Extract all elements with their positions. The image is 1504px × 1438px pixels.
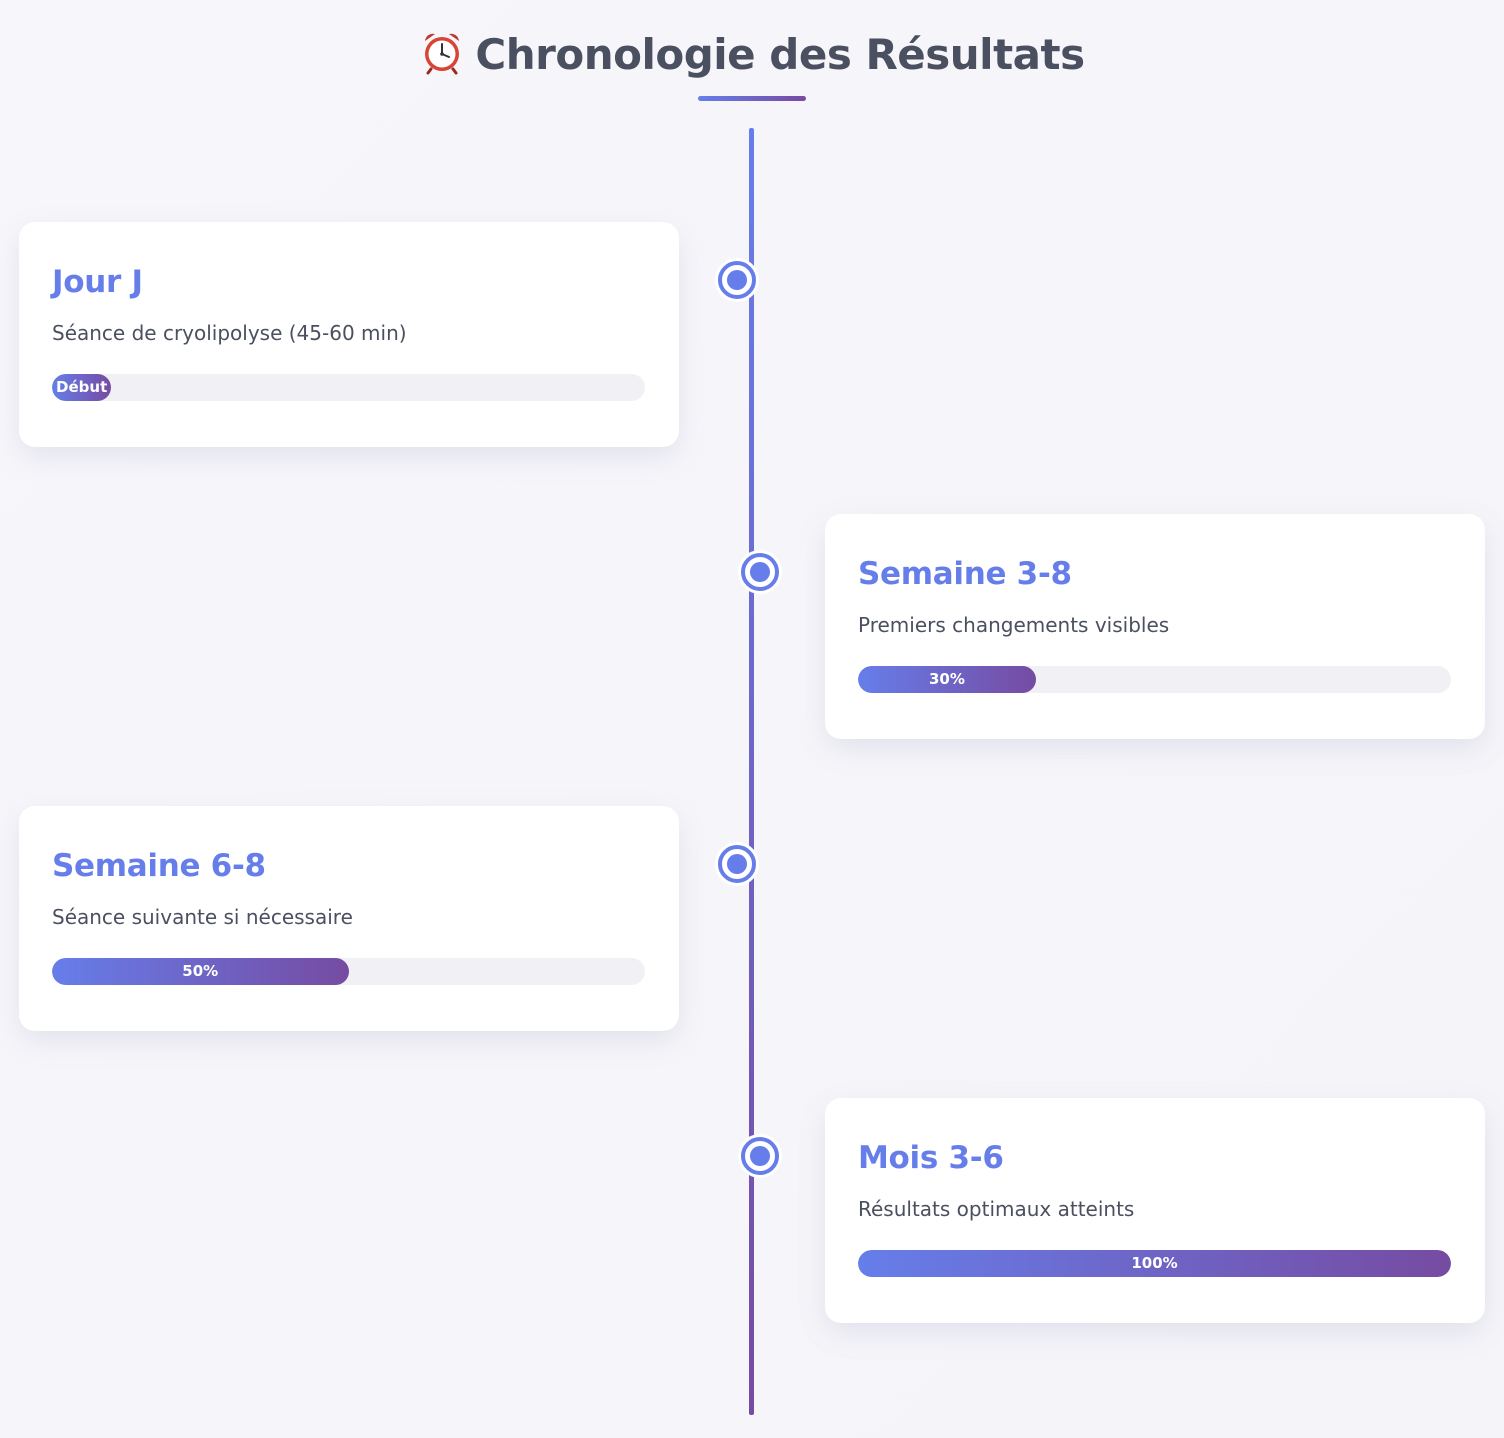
progress-fill: 30% — [858, 666, 1036, 693]
milestone-description: Séance de cryolipolyse (45-60 min) — [52, 321, 407, 345]
progress-fill: Début — [52, 374, 112, 401]
milestone-title: Jour J — [52, 264, 143, 300]
progress-bar: 30% — [858, 666, 1451, 693]
progress-fill: 50% — [52, 958, 349, 985]
page-title: Chronologie des Résultats — [0, 26, 1504, 84]
progress-bar: 100% — [858, 1250, 1451, 1277]
milestone-title: Semaine 3-8 — [858, 556, 1072, 592]
progress-bar: 50% — [52, 958, 645, 985]
timeline-card-semaine-3-8: Semaine 3-8 Premiers changements visible… — [825, 514, 1485, 739]
progress-bar: Début — [52, 374, 645, 401]
milestone-description: Résultats optimaux atteints — [858, 1197, 1135, 1221]
progress-fill: 100% — [858, 1250, 1451, 1277]
timeline-card-semaine-6-8: Semaine 6-8 Séance suivante si nécessair… — [19, 806, 679, 1031]
title-underline — [698, 96, 806, 101]
timeline-card-mois-3-6: Mois 3-6 Résultats optimaux atteints 100… — [825, 1098, 1485, 1323]
milestone-description: Premiers changements visibles — [858, 613, 1170, 637]
timeline-marker-4 — [741, 1137, 779, 1175]
timeline-marker-1 — [718, 261, 756, 299]
page-title-text: Chronologie des Résultats — [475, 30, 1085, 79]
timeline-axis — [749, 128, 754, 1415]
milestone-description: Séance suivante si nécessaire — [52, 905, 353, 929]
timeline-marker-2 — [741, 553, 779, 591]
timeline-marker-3 — [718, 845, 756, 883]
alarm-clock-icon — [425, 33, 460, 75]
milestone-title: Semaine 6-8 — [52, 848, 266, 884]
timeline-card-jour-j: Jour J Séance de cryolipolyse (45-60 min… — [19, 222, 679, 447]
milestone-title: Mois 3-6 — [858, 1140, 1004, 1176]
